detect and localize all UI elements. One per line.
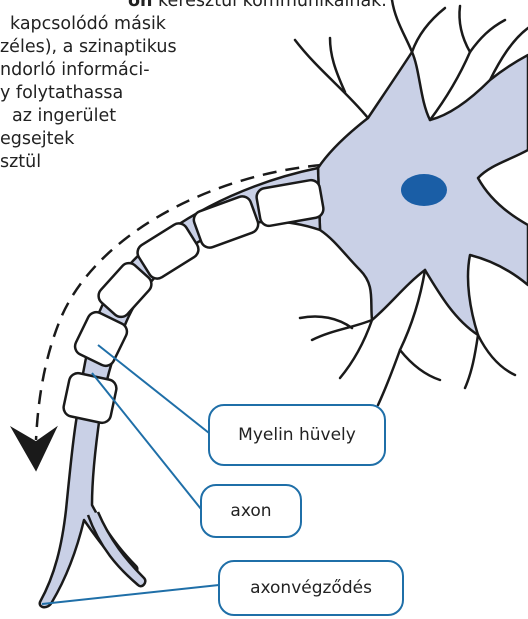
myelin-sheath-label: Myelin hüvely xyxy=(208,404,386,466)
paragraph-keyword: on xyxy=(128,0,152,11)
paragraph-line: y folytathassa xyxy=(0,82,290,105)
axon-terminal-label: axonvégződés xyxy=(218,560,404,616)
axon-terminal-branch xyxy=(88,512,145,586)
myelin-segment xyxy=(62,371,118,424)
axon-label: axon xyxy=(200,484,302,538)
paragraph-line: sztül xyxy=(0,151,290,174)
paragraph-line: zéles), a szinaptikus xyxy=(0,36,290,59)
description-paragraph: on keresztül kommunikálnak. kapcsolódó m… xyxy=(0,0,290,174)
paragraph-line: egsejtek xyxy=(0,128,290,151)
leader-line-axon xyxy=(92,373,201,509)
leader-line-terminal xyxy=(42,585,219,604)
signal-direction-arrowhead xyxy=(12,428,56,470)
paragraph-line: on keresztül kommunikálnak. xyxy=(0,0,290,13)
nucleus xyxy=(401,174,447,206)
paragraph-text: keresztül kommunikálnak. xyxy=(152,0,386,11)
paragraph-line: ndorló informáci- xyxy=(0,59,290,82)
paragraph-line: kapcsolódó másik xyxy=(0,13,290,36)
paragraph-line: az ingerület xyxy=(0,105,290,128)
myelin-segment xyxy=(191,194,260,250)
